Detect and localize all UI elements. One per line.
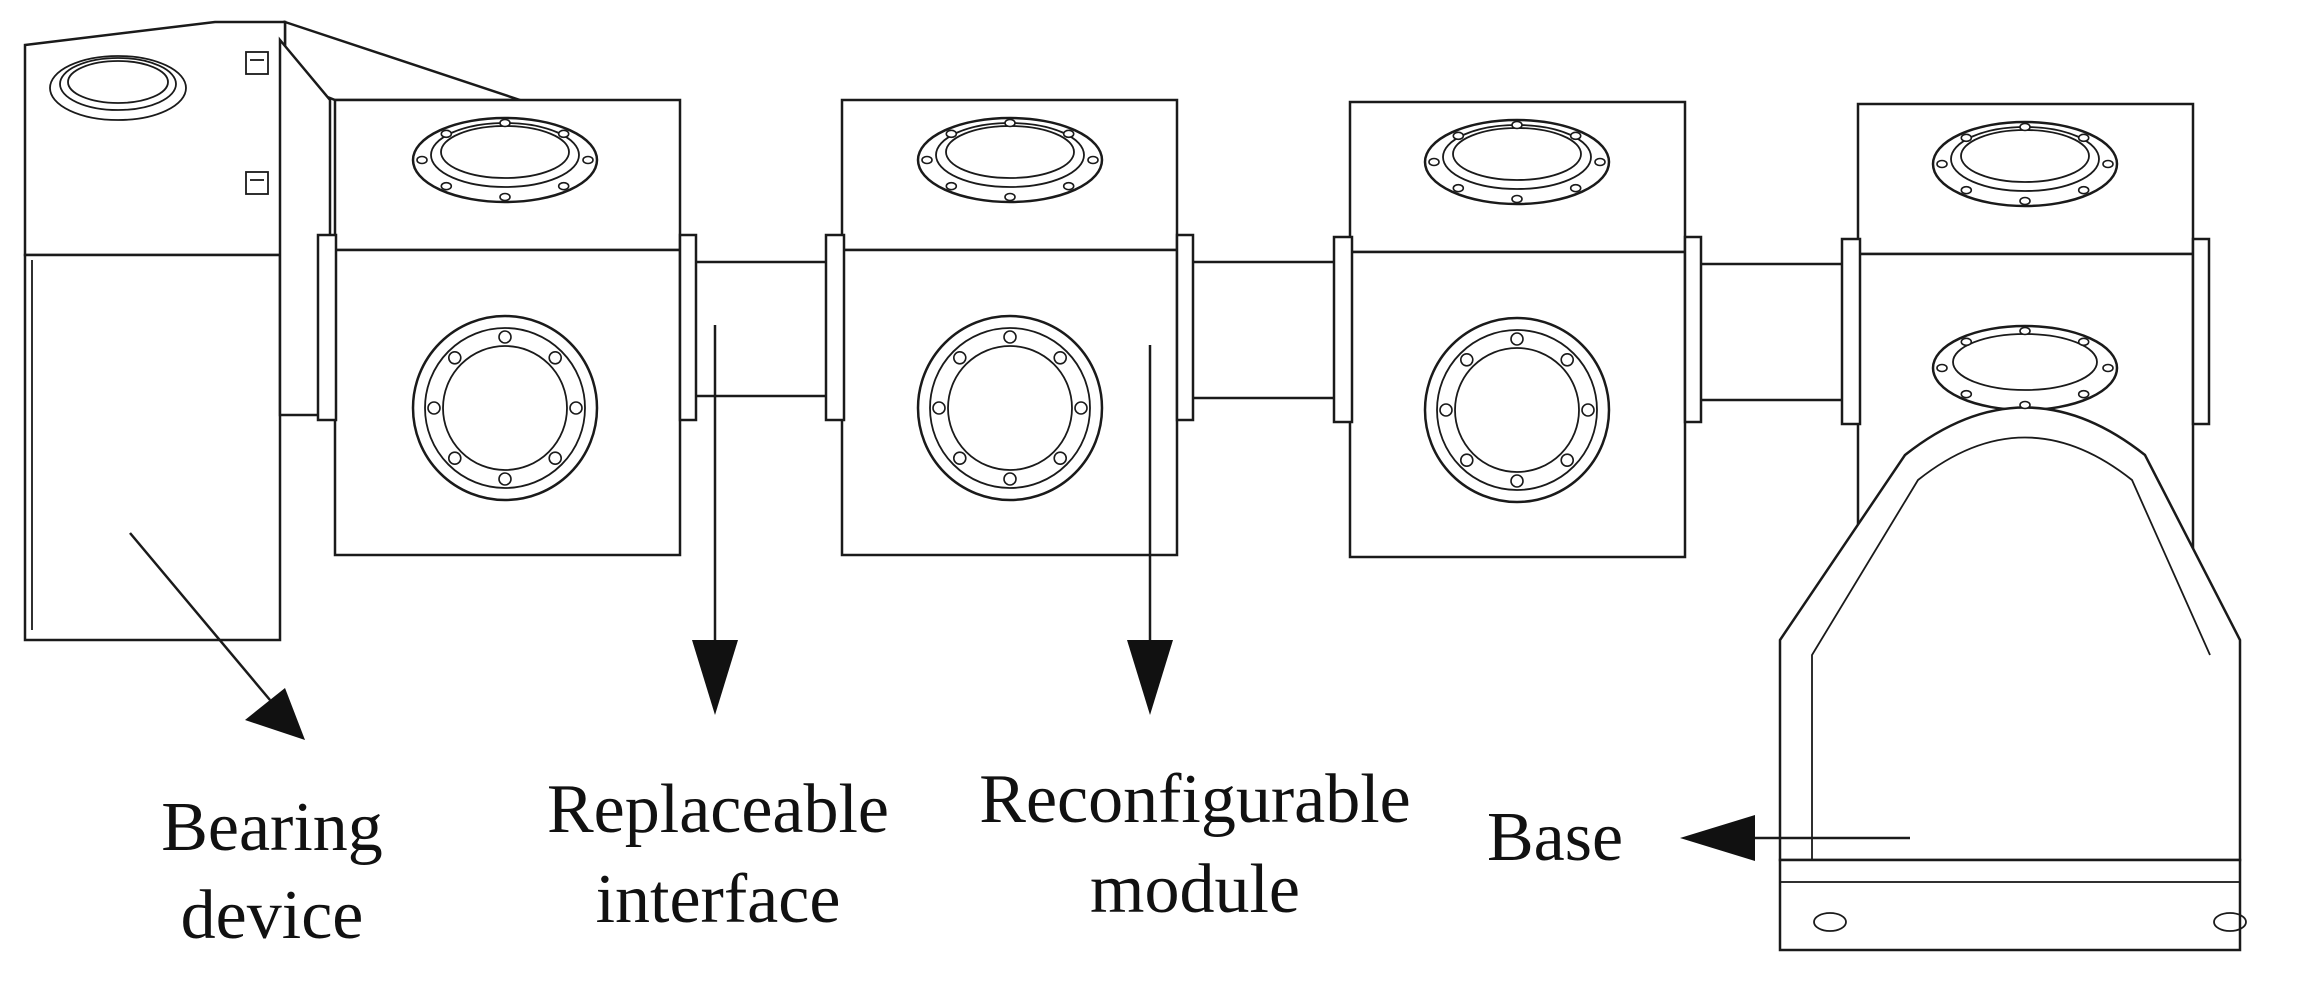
replaceable-interface-2 <box>1193 260 1334 400</box>
bolt-hole <box>1960 337 1973 347</box>
bolt-hole <box>1452 131 1465 141</box>
bolt-hole <box>1569 131 1582 141</box>
bolt-hole <box>1569 183 1582 193</box>
label-reconfigurable-module-line1: Reconfigurable <box>979 761 1410 838</box>
bolt-hole <box>582 155 594 165</box>
label-bearing-device-line1: Bearing <box>161 789 383 866</box>
bolt-hole <box>569 401 583 415</box>
bolt-hole <box>1074 401 1088 415</box>
bolt-hole <box>921 155 933 165</box>
bolt-hole <box>499 118 511 128</box>
reconfigurable-module-2 <box>824 98 1195 557</box>
label-base: Base <box>1487 799 1623 876</box>
bolt-hole <box>1428 157 1440 167</box>
bolt-hole <box>1452 183 1465 193</box>
bolt-hole <box>2077 389 2090 399</box>
bolt-hole <box>1511 194 1523 204</box>
bolt-hole <box>557 129 570 139</box>
arrow-bearing-device <box>129 532 305 740</box>
bolt-hole <box>1087 155 1099 165</box>
bolt-hole <box>1560 453 1575 468</box>
bolt-hole <box>1511 120 1523 130</box>
bolt-hole <box>952 451 967 466</box>
bolt-hole <box>499 192 511 202</box>
reconfigurable-module-1 <box>316 98 698 557</box>
bolt-hole <box>2077 133 2090 143</box>
bolt-hole <box>1510 332 1524 346</box>
bolt-hole <box>1003 330 1017 344</box>
label-bearing-device-line2: device <box>181 877 364 954</box>
label-replaceable-interface-line2: interface <box>596 861 841 938</box>
bolt-hole <box>1560 352 1575 367</box>
bolt-hole <box>416 155 428 165</box>
label-replaceable-interface-line1: Replaceable <box>547 771 889 848</box>
arrow-reconfigurable-module <box>1127 345 1173 715</box>
bolt-hole <box>1003 472 1017 486</box>
bolt-hole <box>447 350 462 365</box>
bolt-hole <box>498 472 512 486</box>
bolt-hole <box>952 350 967 365</box>
bolt-hole <box>1960 185 1973 195</box>
bolt-hole <box>440 181 453 191</box>
bolt-hole <box>1581 403 1595 417</box>
bolt-hole <box>1960 389 1973 399</box>
bolt-hole <box>2019 326 2031 336</box>
bearing-device <box>23 20 521 642</box>
bolt-hole <box>2077 185 2090 195</box>
bolt-hole <box>2019 122 2031 132</box>
bolt-hole <box>2019 400 2031 410</box>
bolt-hole <box>1510 474 1524 488</box>
replaceable-interface-3 <box>1701 262 1842 402</box>
bolt-hole <box>440 129 453 139</box>
bolt-hole <box>1459 352 1474 367</box>
bolt-hole <box>548 350 563 365</box>
bolt-hole <box>447 451 462 466</box>
bolt-hole <box>1004 118 1016 128</box>
bolt-hole <box>548 451 563 466</box>
bolt-hole <box>945 129 958 139</box>
bolt-hole <box>1062 129 1075 139</box>
bolt-hole <box>427 401 441 415</box>
arrow-replaceable-interface <box>692 325 738 715</box>
replaceable-interface-1 <box>696 260 826 398</box>
bolt-hole <box>2077 337 2090 347</box>
reconfigurable-module-3 <box>1332 100 1703 559</box>
bolt-hole <box>1960 133 1973 143</box>
bolt-hole <box>932 401 946 415</box>
arrow-base <box>1680 815 1910 861</box>
bolt-hole <box>1004 192 1016 202</box>
bolt-hole <box>1053 350 1068 365</box>
bolt-hole <box>945 181 958 191</box>
bolt-hole <box>1062 181 1075 191</box>
flange-bolts <box>416 118 2114 488</box>
bolt-hole <box>2019 196 2031 206</box>
base <box>1778 324 2247 952</box>
bolt-hole <box>1594 157 1606 167</box>
bolt-hole <box>498 330 512 344</box>
bolt-hole <box>1053 451 1068 466</box>
bolt-hole <box>2102 159 2114 169</box>
bolt-hole <box>557 181 570 191</box>
bolt-hole <box>1439 403 1453 417</box>
bolt-hole <box>1936 159 1948 169</box>
bolt-hole <box>2102 363 2114 373</box>
bolt-hole <box>1936 363 1948 373</box>
label-reconfigurable-module-line2: module <box>1090 851 1300 928</box>
bolt-hole <box>1459 453 1474 468</box>
